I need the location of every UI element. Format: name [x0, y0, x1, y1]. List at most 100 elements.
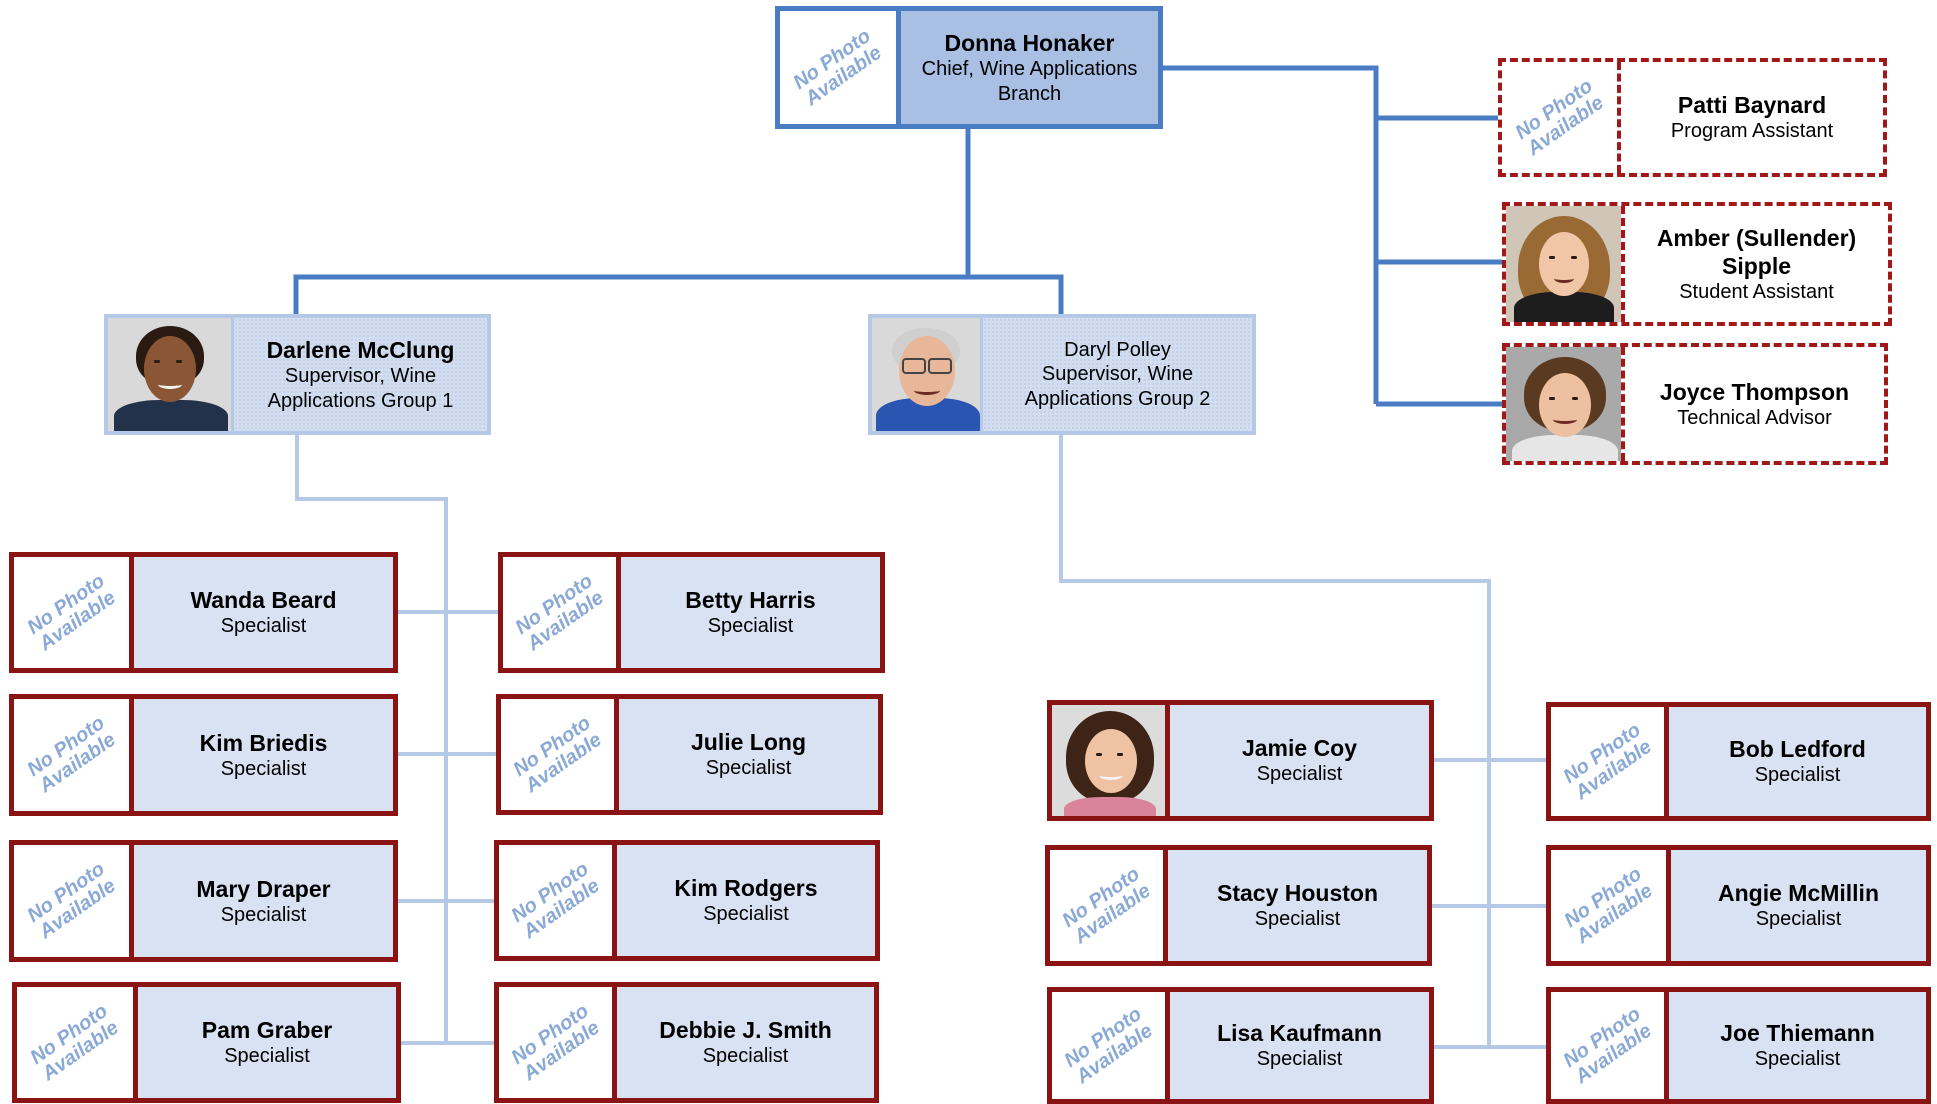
person-name: Lisa Kaufmann [1217, 1020, 1382, 1047]
chief-connectors [293, 65, 1502, 407]
person-name: Debbie J. Smith [659, 1017, 832, 1044]
person-name: Pam Graber [201, 1017, 333, 1044]
person-name: Wanda Beard [190, 587, 337, 614]
person-title: Program Assistant [1670, 120, 1834, 143]
specialist-info: Stacy Houston Specialist [1168, 850, 1427, 961]
person-name: Betty Harris [685, 587, 816, 614]
assistant-info: Patti Baynard Program Assistant [1621, 62, 1883, 173]
supervisor-card-daryl-polley[interactable]: Daryl Polley Supervisor, Wine Applicatio… [868, 314, 1256, 435]
specialist-info: Julie Long Specialist [619, 699, 878, 810]
person-name: Kim Briedis [199, 729, 328, 756]
specialist-info: Angie McMillin Specialist [1671, 850, 1926, 961]
person-name: Joyce Thompson [1659, 378, 1850, 405]
assistant-info: Amber (Sullender) Sipple Student Assista… [1625, 206, 1888, 322]
specialist-card-jamie-coy[interactable]: Jamie Coy Specialist [1047, 700, 1434, 821]
supervisor-card-darlene-mcclung[interactable]: Darlene McClung Supervisor, Wine Applica… [104, 314, 491, 435]
supervisor-photo [108, 318, 234, 431]
person-title: Specialist [1754, 1048, 1841, 1071]
person-title: Specialist [702, 1045, 789, 1068]
specialist-info: Kim Rodgers Specialist [617, 845, 875, 956]
group2-drop-line [1059, 435, 1491, 1047]
person-title: Specialist [705, 757, 792, 780]
assistant-photo [1506, 206, 1625, 322]
specialist-photo [1052, 705, 1170, 816]
person-title: Specialist [1755, 908, 1842, 931]
person-title: Specialist [220, 903, 307, 926]
person-name: Daryl Polley [1064, 338, 1171, 361]
specialist-info: Jamie Coy Specialist [1170, 705, 1429, 816]
person-name: Angie McMillin [1718, 880, 1879, 907]
person-title: Supervisor, Wine Applications Group 1 [267, 365, 454, 412]
person-name: Jamie Coy [1241, 735, 1358, 762]
specialist-info: Pam Graber Specialist [138, 987, 396, 1098]
portrait-image [1506, 206, 1621, 322]
person-title: Specialist [220, 615, 307, 638]
group1-connectors [295, 435, 500, 1045]
chief-info: Donna Honaker Chief, Wine Applications B… [901, 11, 1158, 124]
supervisor-info: Darlene McClung Supervisor, Wine Applica… [234, 318, 487, 431]
person-title: Technical Advisor [1677, 406, 1832, 429]
person-title: Chief, Wine Applications Branch [921, 58, 1138, 105]
specialist-info: Debbie J. Smith Specialist [617, 987, 874, 1098]
assistant-card-amber-sipple[interactable]: Amber (Sullender) Sipple Student Assista… [1502, 202, 1892, 326]
portrait-image [1052, 705, 1165, 816]
specialist-info: Lisa Kaufmann Specialist [1170, 992, 1429, 1099]
person-title: Supervisor, Wine Applications Group 2 [1024, 363, 1211, 410]
assistant-photo [1506, 347, 1625, 461]
supervisor-bar-line [293, 274, 1064, 320]
person-name: Joe Thiemann [1720, 1020, 1875, 1047]
assistant-trunk-line [1163, 65, 1379, 404]
person-name: Kim Rodgers [674, 875, 818, 902]
person-title: Specialist [703, 903, 789, 926]
person-name: Amber (Sullender) Sipple [1656, 224, 1857, 279]
person-title: Specialist [1256, 1048, 1343, 1071]
person-name: Bob Ledford [1729, 736, 1866, 763]
group2-connectors [1059, 435, 1546, 1049]
assistant-info: Joyce Thompson Technical Advisor [1625, 347, 1884, 461]
specialist-info: Wanda Beard Specialist [134, 557, 393, 668]
portrait-image [872, 318, 980, 431]
assistant-card-joyce-thompson[interactable]: Joyce Thompson Technical Advisor [1502, 343, 1888, 465]
person-title: Specialist [220, 757, 307, 780]
specialist-info: Mary Draper Specialist [134, 845, 393, 957]
person-title: Specialist [707, 615, 794, 638]
specialist-info: Joe Thiemann Specialist [1669, 992, 1926, 1099]
